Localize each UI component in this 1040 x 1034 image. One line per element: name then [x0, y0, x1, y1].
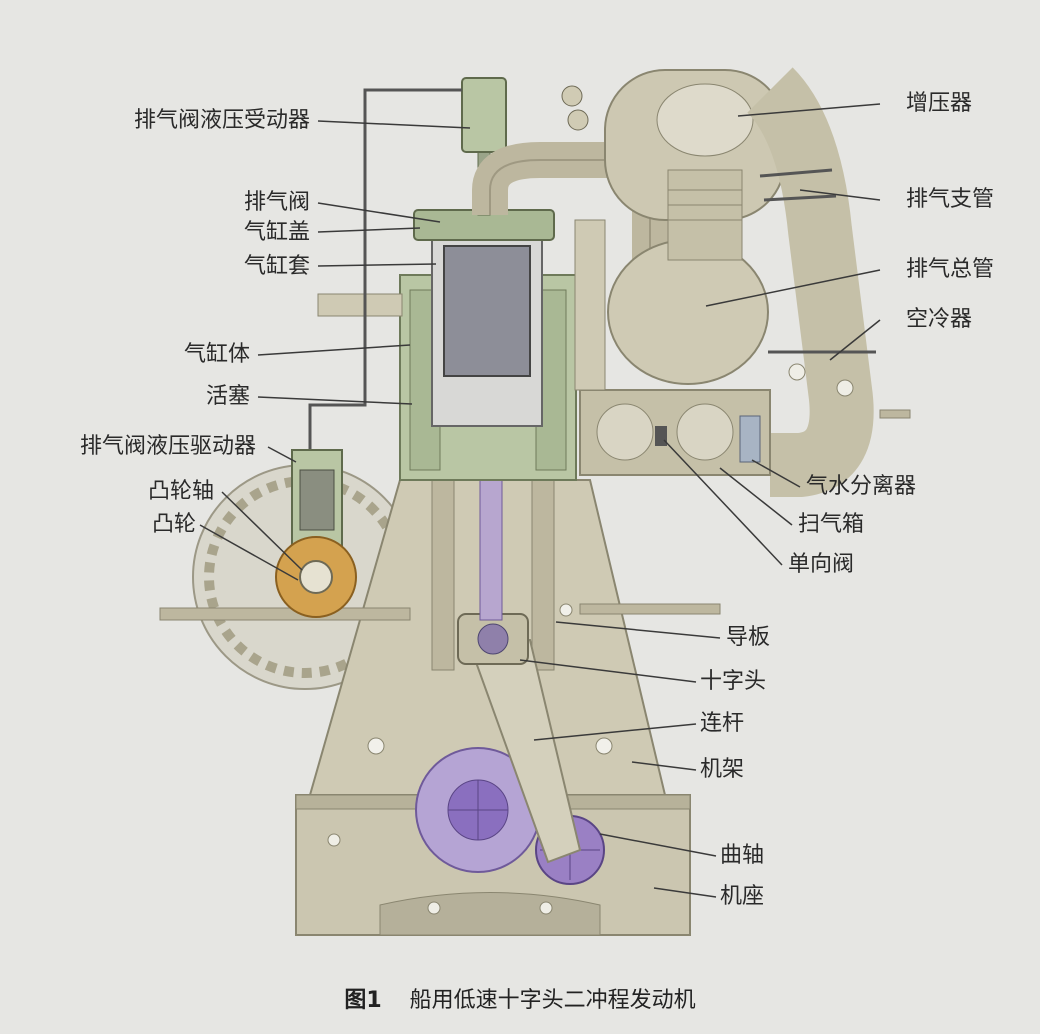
label-frame: 机架 — [700, 757, 745, 782]
leader-lines — [199, 103, 881, 898]
actuator-port — [561, 85, 583, 107]
label-crosshead: 十字头 — [700, 669, 767, 694]
label-water-separator: 气水分离器 — [806, 474, 917, 499]
label-exhaust-branch: 排气支管 — [906, 187, 995, 212]
label-guide: 导板 — [726, 625, 771, 650]
label-connecting-rod: 连杆 — [700, 711, 745, 736]
actuator-port — [567, 109, 589, 131]
scavenge-port — [596, 403, 654, 461]
frame-hole — [595, 737, 613, 755]
label-cylinder-block: 气缸体 — [183, 342, 250, 367]
label-camshaft: 凸轮轴 — [147, 479, 214, 504]
bedplate-bolt — [327, 833, 341, 847]
duct-clamp — [763, 194, 837, 202]
label-cylinder-liner: 气缸套 — [243, 254, 310, 279]
label-cam: 凸轮 — [151, 512, 196, 537]
duct-clamp — [759, 168, 833, 178]
guide-plate-right — [531, 479, 555, 671]
bedplate-bolt — [427, 901, 441, 915]
bedplate-bolt — [539, 901, 553, 915]
air-cooler-duct — [746, 67, 874, 497]
label-crankshaft: 曲轴 — [720, 843, 765, 868]
cooler-hole — [836, 379, 854, 397]
upper-right-beam — [574, 219, 606, 391]
hydraulic-pipe — [308, 88, 462, 455]
label-exhaust-valve-driver: 排气阀液压驱动器 — [79, 434, 256, 459]
label-exhaust-valve: 排气阀 — [243, 190, 310, 215]
right-stanchion — [879, 409, 911, 419]
figure-title: 船用低速十字头二冲程发动机 — [409, 988, 696, 1013]
turbocharger-part — [604, 69, 786, 261]
frame-hole — [367, 737, 385, 755]
right-platform — [579, 603, 721, 615]
camshaft-part — [299, 560, 333, 594]
label-piston: 活塞 — [205, 384, 250, 409]
label-check-valve: 单向阀 — [788, 552, 855, 577]
guide-plate-left — [431, 479, 455, 671]
cooler-hole — [788, 363, 806, 381]
label-turbocharger: 增压器 — [906, 91, 973, 116]
figure-number: 图1 — [344, 988, 382, 1013]
label-scavenge-box: 扫气箱 — [798, 512, 865, 537]
label-cylinder-cover: 气缸盖 — [243, 220, 310, 245]
driver-core — [299, 469, 335, 531]
label-air-cooler: 空冷器 — [906, 307, 973, 332]
check-valve-part — [655, 426, 667, 446]
label-exhaust-manifold: 排气总管 — [906, 257, 995, 282]
exhaust-manifold-part — [607, 239, 769, 385]
exhaust-valve-actuator-part — [461, 77, 507, 153]
left-platform — [159, 607, 411, 621]
label-exhaust-valve-actuator: 排气阀液压受动器 — [133, 108, 310, 133]
frame-hole — [559, 603, 573, 617]
water-separator-part — [739, 415, 761, 463]
bedplate-arch — [379, 892, 601, 936]
figure-caption: 图1 船用低速十字头二冲程发动机 — [0, 982, 1040, 1014]
label-bedplate: 机座 — [720, 884, 765, 909]
scavenge-port — [676, 403, 734, 461]
upper-left-beam — [317, 293, 403, 317]
piston-part — [443, 245, 531, 377]
